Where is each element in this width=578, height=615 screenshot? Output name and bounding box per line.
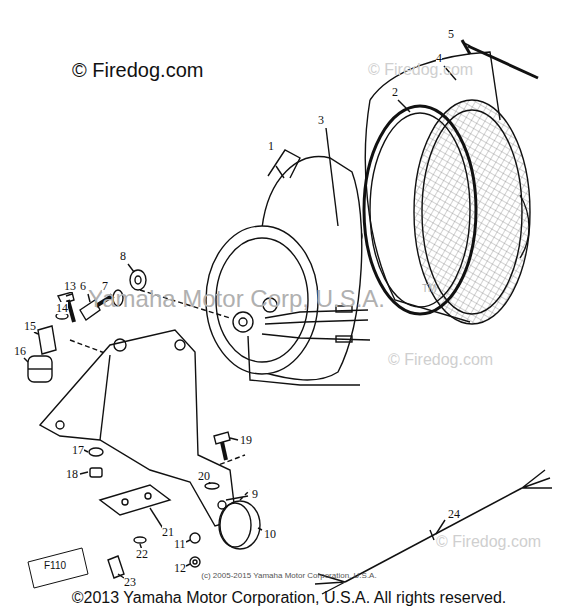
watermark-text: © Firedog.com — [388, 352, 493, 368]
callout-number: 3 — [318, 114, 324, 126]
callout-number: 4 — [436, 52, 442, 64]
callout-number: 14 — [56, 302, 68, 314]
callout-number: 18 — [66, 468, 78, 480]
callout-number: 12 — [174, 562, 186, 574]
callout-number: 7 — [102, 280, 108, 292]
callout-number: 21 — [162, 526, 174, 538]
copyright-note: (c) 2005-2015 Yamaha Motor Corporation, … — [201, 572, 376, 580]
callout-number: 13 — [64, 280, 76, 292]
callout-number: 9 — [252, 488, 258, 500]
callout-number: 23 — [124, 576, 136, 588]
watermark-text: © Firedog.com — [368, 62, 473, 78]
callout-number: 22 — [136, 548, 148, 560]
figure-code: F110 — [44, 561, 66, 571]
callout-number: 2 — [392, 86, 398, 98]
callout-number: 1 — [268, 140, 274, 152]
callout-number: 6 — [80, 280, 86, 292]
callout-number: 19 — [240, 434, 252, 446]
watermark-text: Yamaha Motor Corp, U.S.A. — [88, 287, 385, 311]
trademark-mark: TM — [422, 284, 436, 294]
callout-number: 20 — [198, 470, 210, 482]
callout-number: 17 — [72, 444, 84, 456]
watermark-text: © Firedog.com — [72, 60, 203, 80]
callout-number: 8 — [120, 250, 126, 262]
callout-number: 24 — [448, 508, 460, 520]
callout-number: 16 — [14, 345, 26, 357]
callout-number: 11 — [174, 538, 186, 550]
callout-number: 5 — [448, 28, 454, 40]
caption-text: ©2013 Yamaha Motor Corporation, U.S.A. A… — [72, 590, 507, 606]
callout-number: 10 — [264, 528, 276, 540]
watermark-text: © Firedog.com — [436, 534, 541, 550]
callout-number: 15 — [24, 320, 36, 332]
